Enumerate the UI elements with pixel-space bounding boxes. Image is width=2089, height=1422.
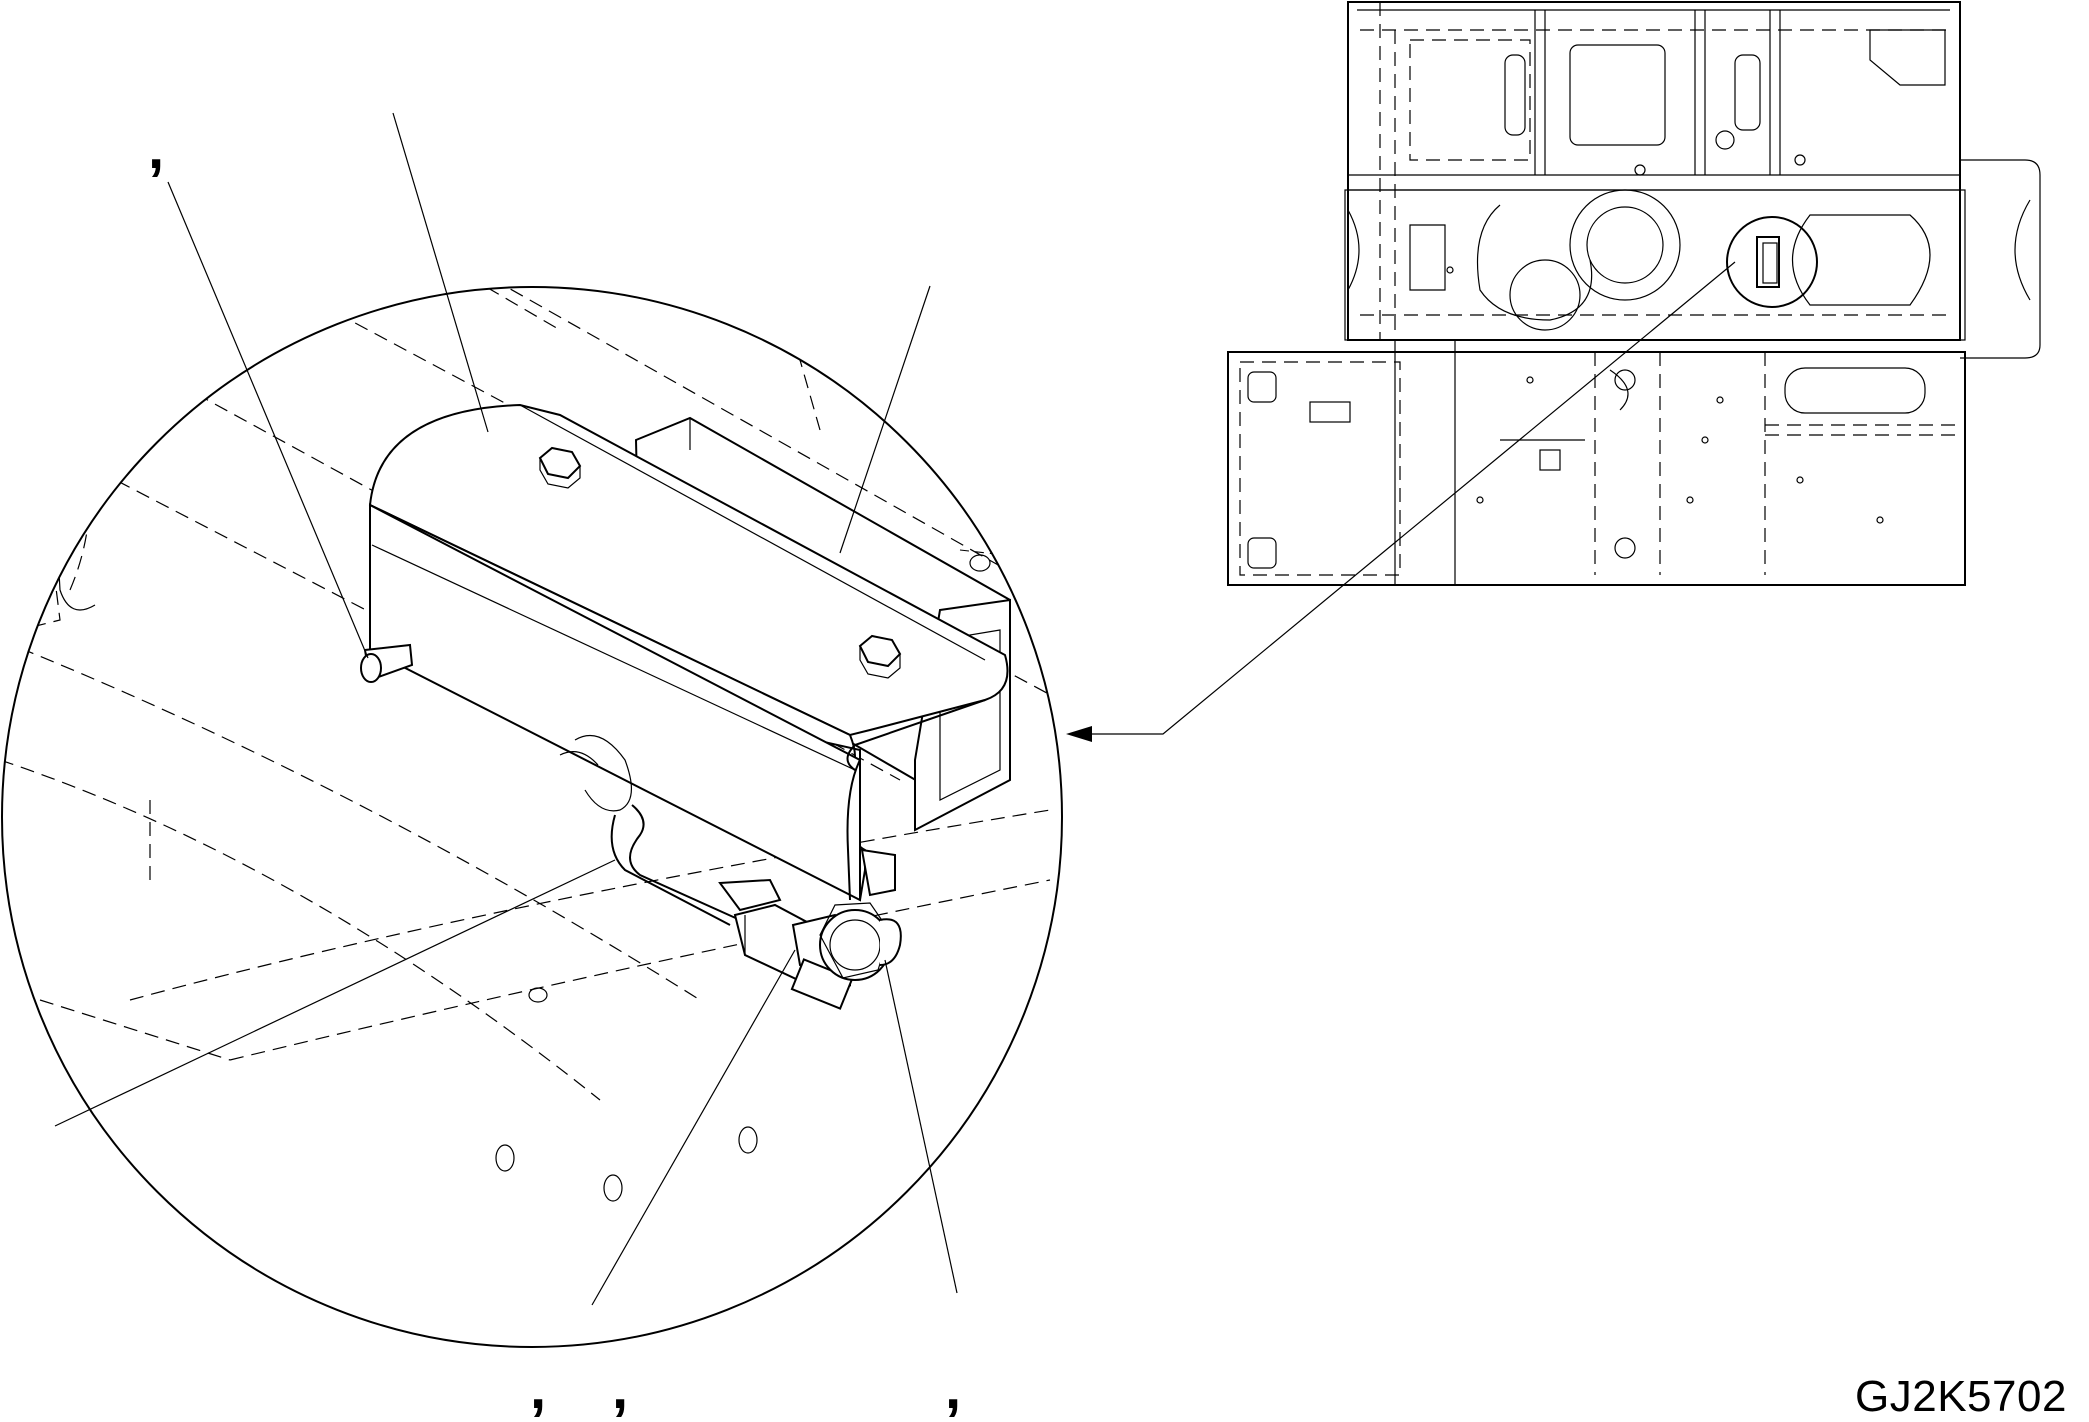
mounting-bracket [360,403,1011,902]
arrowhead-icon [1066,726,1092,742]
overview-detail-marker [1726,216,1818,308]
detail-circle [1,286,1063,1348]
callout-mark-connector-1: , [530,1356,547,1421]
sensor-nut-icon [819,902,902,981]
sensor-harness [610,804,902,1010]
callout-mark-pin: , [148,116,165,181]
box-hole-icon [559,734,632,812]
leader-sensor [884,959,958,1294]
leader-lines [54,112,958,1306]
detail-view [1,112,1063,1348]
nut-rear-icon [858,634,902,679]
figure-code: GJ2K5702 [1855,1372,2067,1421]
leader-connector [591,949,796,1306]
detail-arrow [1066,261,1736,742]
locating-pin-icon [360,643,414,683]
leader-bracket-rear [839,285,931,554]
leader-harness [54,859,616,1127]
leader-bracket-top [392,112,489,433]
nut-front-icon [538,446,582,489]
leader-pin [167,181,369,659]
callout-mark-sensor: , [945,1356,962,1421]
overview-frame [1227,1,2041,586]
callout-mark-connector-2: , [612,1356,629,1421]
